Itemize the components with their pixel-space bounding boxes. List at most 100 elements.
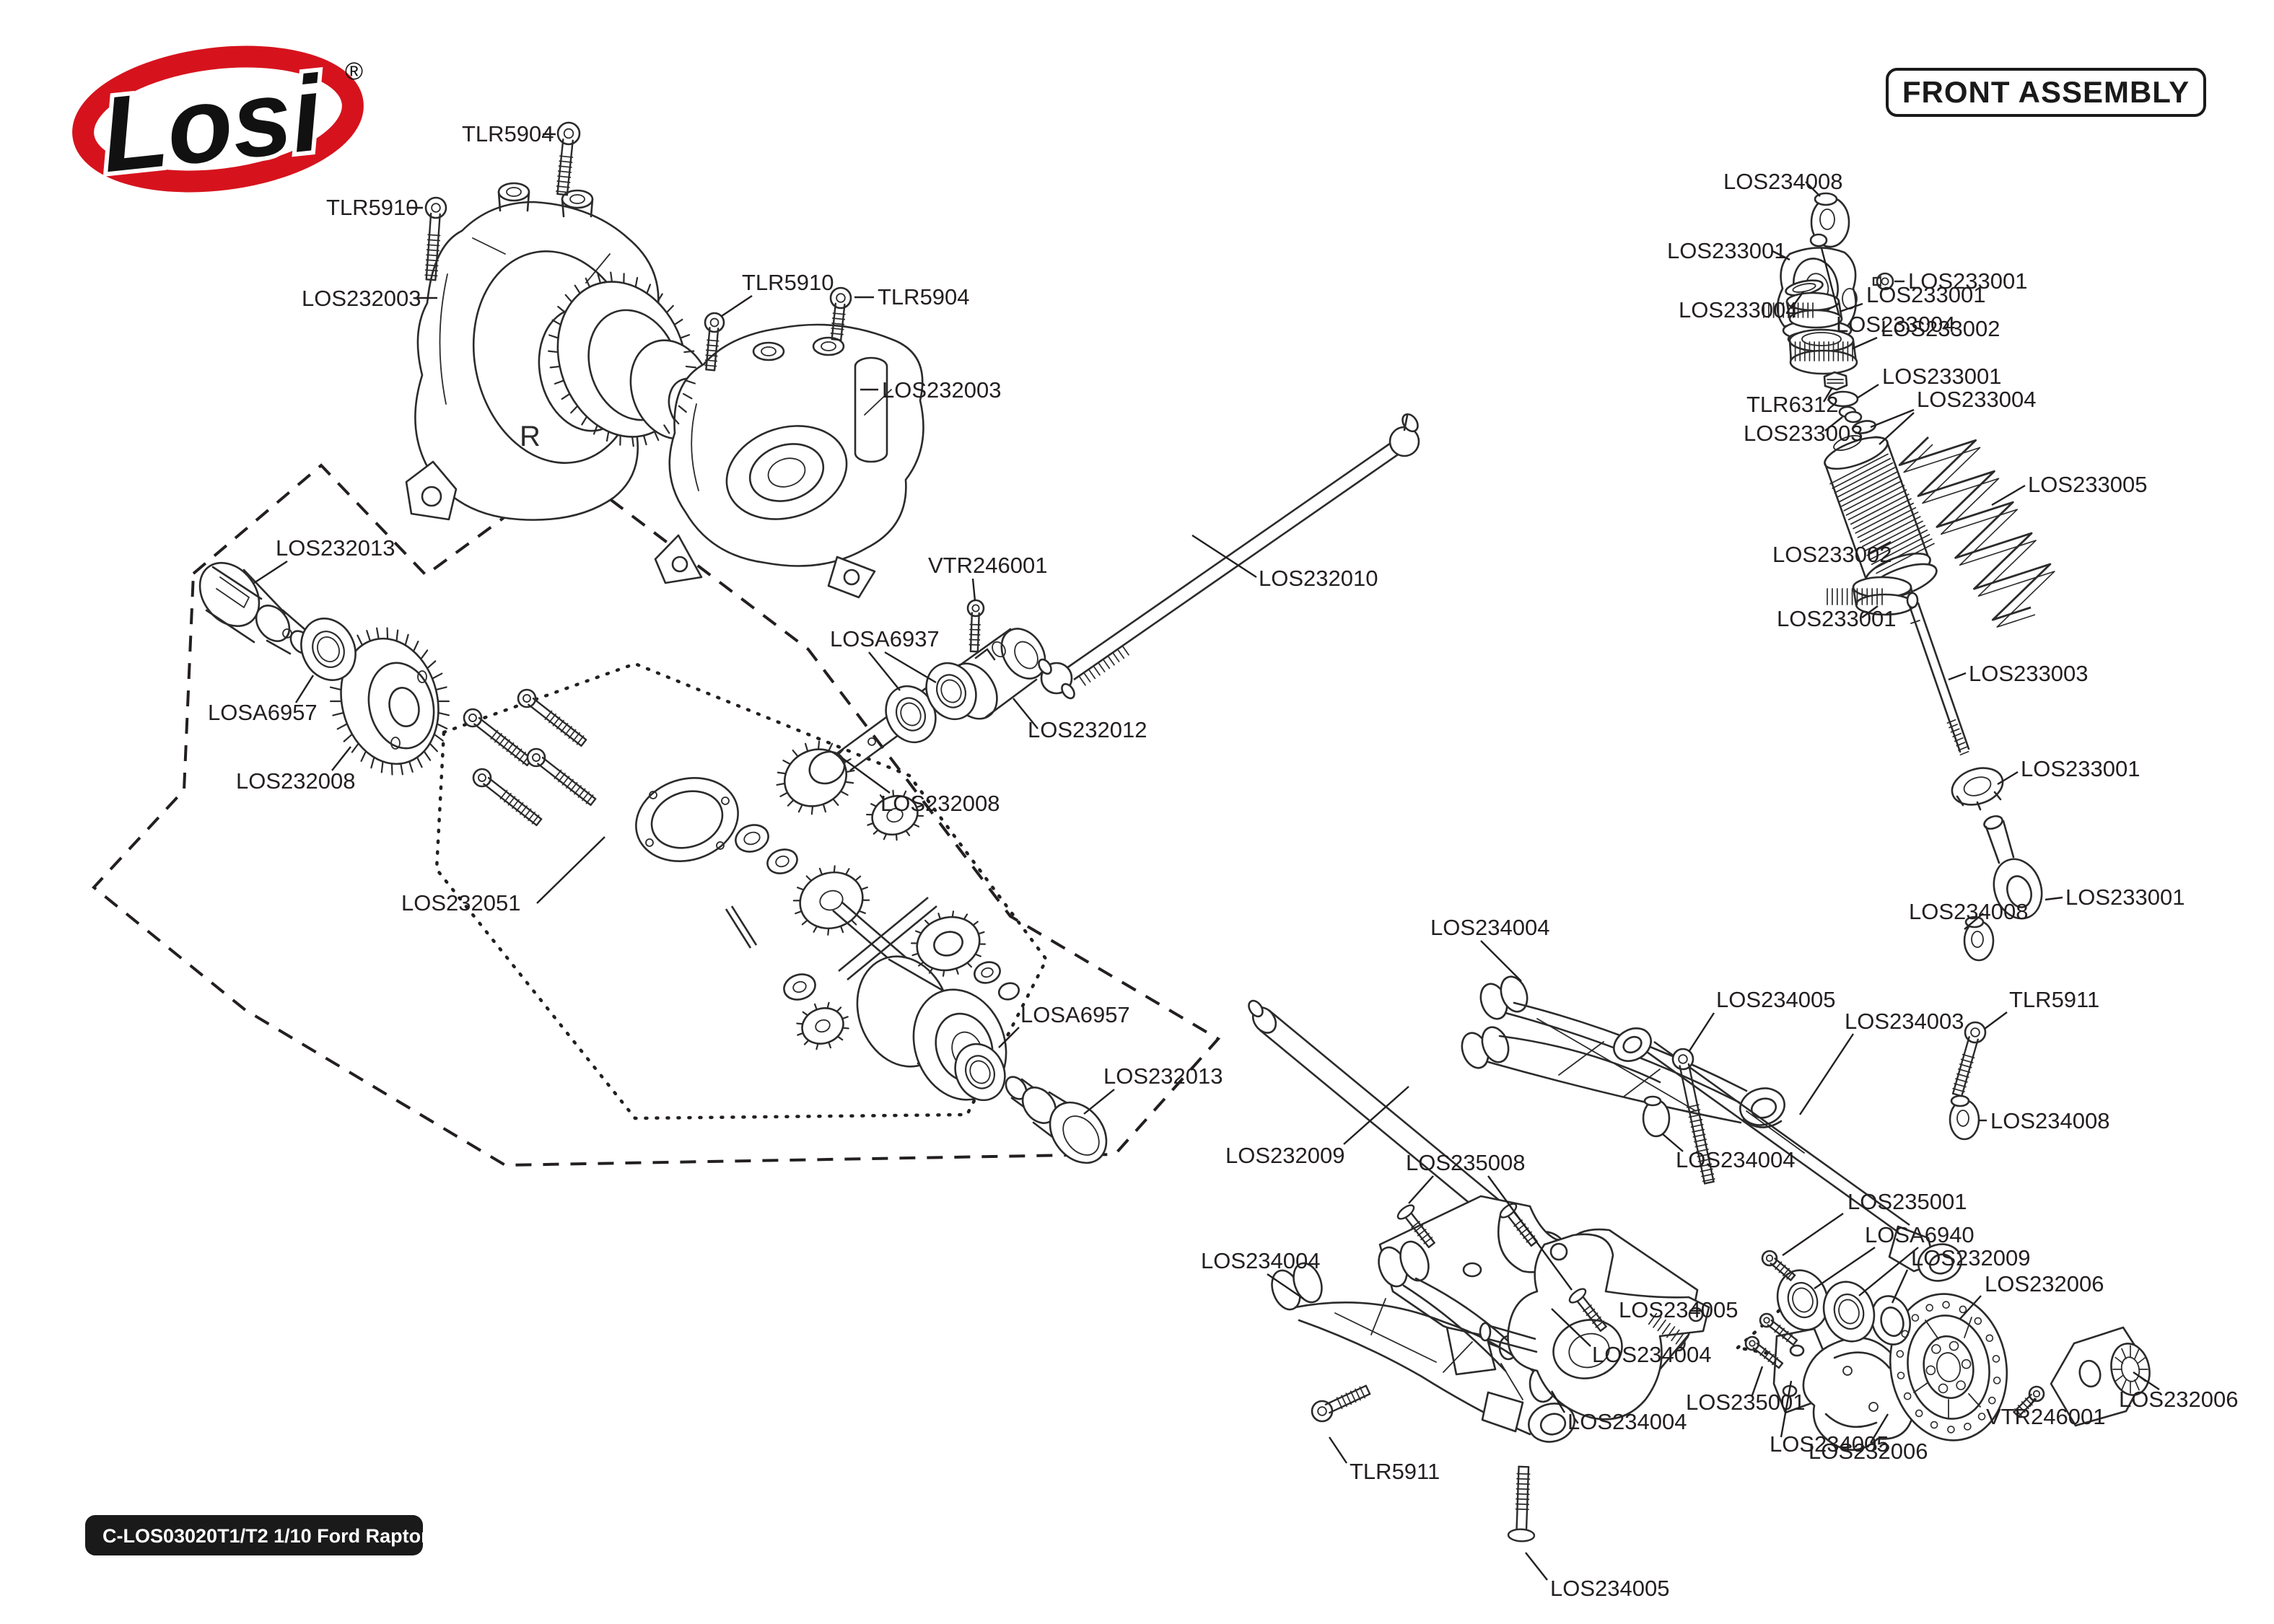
part-label-los234005-4: LOS234005 [1550, 1576, 1669, 1601]
part-camber-link [1613, 1027, 1962, 1282]
part-label-tlr6312: TLR6312 [1746, 392, 1839, 417]
part-pivot-ball-upper [1642, 1095, 1671, 1138]
leader-line-los235008 [1408, 1175, 1434, 1204]
part-gearbox-half-right [654, 323, 924, 599]
part-label-los235001-1: LOS235001 [1847, 1189, 1967, 1214]
part-label-los232051: LOS232051 [401, 890, 520, 916]
part-label-losa6940: LOSA6940 [1865, 1222, 1975, 1247]
part-label-los233004-2: LOS233004 [1679, 297, 1798, 322]
part-label-los233004-3: LOS233004 [1917, 387, 2036, 412]
leader-line-los232008-1 [331, 746, 351, 771]
part-gearbox-half-left: R [405, 182, 660, 521]
leader-line-los232013-2 [1083, 1089, 1115, 1115]
part-label-los232013-1: LOS232013 [276, 535, 395, 561]
leader-line-los233001-1 [1772, 250, 1790, 261]
leader-line-los234008-1 [1805, 181, 1821, 197]
leader-line-los233001-7 [2045, 896, 2063, 901]
part-label-los234005-1: LOS234005 [1716, 987, 1835, 1012]
leader-line-los233004-3 [1879, 412, 1915, 445]
leader-line-los234004-1 [1480, 940, 1522, 982]
part-pivot-ball-link [1949, 1094, 1980, 1141]
leader-line-tlr5911-1 [1984, 1011, 2008, 1030]
part-label-los232013-2: LOS232013 [1103, 1063, 1223, 1089]
leader-line-los233004-3 [1870, 408, 1915, 429]
housing-r-marking: R [520, 421, 541, 452]
part-label-tlr5904-1: TLR5904 [462, 121, 554, 146]
leader-line-los234005-1 [1687, 1012, 1715, 1053]
part-label-vtr246001-1: VTR246001 [928, 553, 1047, 578]
part-shock-piston [1951, 767, 2004, 811]
part-shock-shaft [1906, 592, 1970, 753]
part-label-los232003-1: LOS232003 [302, 286, 421, 311]
losi-logo-text: Losi [96, 53, 329, 195]
part-shock-pivot-ball-bottom [1963, 916, 1995, 962]
part-label-los232012: LOS232012 [1028, 717, 1147, 742]
part-outdrive-cup-2 [1005, 1076, 1108, 1164]
leader-line-los233001-5 [1861, 605, 1879, 618]
page-title: FRONT ASSEMBLY [1902, 75, 2190, 109]
part-label-los232008-1: LOS232008 [236, 768, 355, 794]
part-label-los232003-2: LOS232003 [882, 377, 1001, 403]
footer-text: C-LOS03020T1/T2 1/10 Ford Raptor RTR [102, 1525, 474, 1547]
leader-line-los232009-2 [1891, 1269, 1909, 1304]
part-label-los234005-3: LOS234005 [1770, 1431, 1889, 1457]
leader-line-los235008 [1487, 1175, 1573, 1291]
leader-line-los233003-2 [1948, 672, 1967, 681]
leader-line-vtr246001-1 [971, 578, 976, 602]
leader-line-los234005-3 [1780, 1380, 1793, 1438]
part-hex-hub [2050, 1326, 2151, 1427]
leader-line-losa6957-2 [998, 1027, 1020, 1048]
part-label-los233001-5: LOS233001 [1777, 606, 1896, 631]
part-label-los234004-4: LOS234004 [1201, 1248, 1320, 1273]
leader-line-los232010 [1191, 534, 1257, 579]
part-label-los233001-3: LOS233001 [1866, 282, 1985, 307]
part-shock-spacer [1838, 405, 1863, 423]
part-label-los235008: LOS235008 [1406, 1150, 1525, 1175]
part-label-tlr5911-1: TLR5911 [2009, 987, 2099, 1012]
part-label-los233002-1: LOS233002 [1881, 316, 2000, 341]
leader-line-los235001-1 [1782, 1213, 1844, 1256]
leader-line-losa6937 [868, 651, 901, 691]
leader-line-los233005 [1991, 484, 2026, 506]
part-label-tlr5911-2: TLR5911 [1350, 1459, 1440, 1484]
leader-line-losa6937 [884, 651, 937, 684]
leader-line-los233004-2 [1790, 291, 1804, 310]
leader-line-los234004-4 [1267, 1273, 1304, 1299]
part-label-los233003-2: LOS233003 [1969, 661, 2088, 686]
leader-line-tlr5910-2 [721, 295, 753, 317]
diff-group-dashed-outline [92, 463, 1221, 1167]
part-shock-oring [1785, 279, 1824, 297]
leader-line-los234004-5 [1550, 1390, 1566, 1413]
leader-line-los232013-1 [253, 560, 288, 584]
title-box: FRONT ASSEMBLY [1886, 68, 2206, 117]
part-shock-piston-nut-washer [1827, 390, 1859, 408]
part-shock-nut-tlr6312 [1823, 371, 1848, 391]
leader-line-los232012 [1013, 698, 1038, 729]
part-label-los232006-2: LOS232006 [1809, 1439, 1928, 1464]
leader-line-los232006-1 [1959, 1295, 1982, 1320]
leader-line-los232008-2 [841, 757, 891, 794]
part-label-los233001-2: LOS233001 [1908, 268, 2027, 294]
part-label-los232006-3: LOS232006 [2119, 1387, 2238, 1412]
leader-line-los233001-3 [1839, 302, 1863, 313]
part-outdrive-cup-1 [198, 561, 312, 655]
leader-line-los233003-1 [1824, 416, 1843, 431]
leader-line-losa6957-1 [294, 675, 315, 703]
part-label-vtr246001-2: VTR246001 [1986, 1404, 2105, 1429]
part-label-losa6937: LOSA6937 [830, 626, 940, 651]
part-label-los233001-4: LOS233001 [1882, 364, 2001, 389]
part-label-tlr5910-2: TLR5910 [742, 270, 834, 295]
part-label-los232009-2: LOS232009 [1911, 1245, 2030, 1270]
part-steering-knuckle [1479, 1233, 1710, 1421]
part-label-los234004-3: LOS234004 [1592, 1342, 1711, 1367]
part-label-los234003: LOS234003 [1845, 1009, 1964, 1034]
part-label-los233004-1: LOS233004 [1836, 312, 1955, 337]
leader-line-los234004-3 [1551, 1308, 1591, 1347]
leader-line-los233002-1 [1852, 336, 1878, 350]
part-shock-spring-adjust-nut [1788, 328, 1858, 375]
part-label-losa6957-1: LOSA6957 [208, 700, 318, 725]
part-differential-assembled [556, 281, 715, 440]
registered-mark: ® [345, 58, 363, 85]
part-label-los232010: LOS232010 [1259, 566, 1378, 591]
